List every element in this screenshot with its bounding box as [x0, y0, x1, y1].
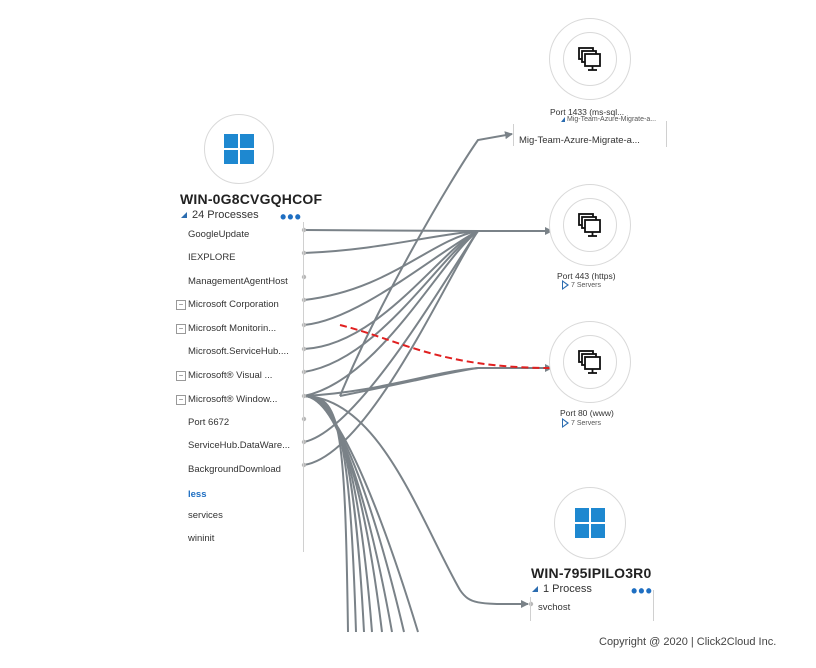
process-item[interactable]: GoogleUpdate [188, 229, 250, 240]
collapse-triangle-icon [181, 212, 187, 218]
port-443-servers-label: 7 Servers [571, 281, 601, 289]
process-item[interactable]: svchost [538, 602, 571, 613]
process-list-border [303, 222, 304, 552]
target-machine-name[interactable]: WIN-795IPILO3R0 [531, 565, 652, 581]
port-80-label[interactable]: Port 80 (www) [560, 408, 614, 418]
port-443-label[interactable]: Port 443 (https) [557, 271, 616, 281]
server-group-icon [578, 47, 601, 71]
collapse-triangle-icon [561, 117, 565, 122]
expand-icon[interactable]: − [176, 324, 186, 334]
process-count-label: 24 Processes [192, 209, 259, 221]
target-list-right-border [653, 590, 654, 621]
port-1433-label[interactable]: Port 1433 (ms-sql... [550, 107, 625, 117]
process-item[interactable]: Microsoft.ServiceHub.... [188, 346, 289, 357]
windows-icon [224, 134, 254, 164]
more-options-button[interactable]: ••• [280, 207, 302, 227]
mig-box-left-border [513, 124, 514, 146]
process-item[interactable]: Port 6672 [188, 417, 230, 428]
target-more-options-button[interactable]: ••• [631, 581, 653, 601]
port-80-servers-label: 7 Servers [571, 419, 601, 427]
expand-play-icon [562, 280, 569, 290]
collapse-triangle-icon [532, 586, 538, 592]
process-item[interactable]: ServiceHub.DataWare... [188, 440, 291, 451]
port-80-node[interactable] [549, 321, 631, 403]
port-80-inner [563, 335, 617, 389]
process-item[interactable]: Microsoft® Visual ... [188, 370, 273, 381]
port-1433-node[interactable] [549, 18, 631, 100]
expand-play-icon [562, 418, 569, 428]
mig-team-item[interactable]: Mig-Team-Azure-Migrate-a... [519, 135, 640, 146]
show-less-link[interactable]: less [188, 489, 207, 500]
process-item[interactable]: services [188, 510, 223, 521]
port-443-servers[interactable]: 7 Servers [562, 280, 601, 290]
port-1433-inner [563, 32, 617, 86]
process-item[interactable]: wininit [188, 533, 215, 544]
process-item[interactable]: ManagementAgentHost [188, 276, 288, 287]
process-item[interactable]: BackgroundDownload [188, 464, 281, 475]
process-count-toggle[interactable]: 24 Processes [181, 209, 259, 221]
process-item[interactable]: Microsoft Monitorin... [188, 323, 277, 334]
expand-icon[interactable]: − [176, 300, 186, 310]
copyright-text: Copyright @ 2020 | Click2Cloud Inc. [599, 636, 777, 648]
server-group-icon [578, 350, 601, 374]
target-machine-node[interactable] [554, 487, 626, 559]
process-item[interactable]: Microsoft Corporation [188, 299, 279, 310]
target-process-count-label: 1 Process [543, 583, 592, 595]
process-item[interactable]: Microsoft® Window... [188, 394, 278, 405]
port-443-node[interactable] [549, 184, 631, 266]
expand-icon[interactable]: − [176, 395, 186, 405]
target-process-count-toggle[interactable]: 1 Process [532, 583, 592, 595]
port-443-inner [563, 198, 617, 252]
target-list-left-border [530, 597, 531, 621]
expand-icon[interactable]: − [176, 371, 186, 381]
windows-icon [575, 508, 605, 538]
port-1433-sub-label: Mig-Team-Azure-Migrate-a... [567, 116, 657, 123]
process-item[interactable]: IEXPLORE [188, 252, 236, 263]
source-machine-name[interactable]: WIN-0G8CVGQHCOF [180, 191, 323, 207]
port-1433-sub: Mig-Team-Azure-Migrate-a... [561, 116, 656, 123]
server-group-icon [578, 213, 601, 237]
mig-box-right-border [666, 121, 667, 147]
port-80-servers[interactable]: 7 Servers [562, 418, 601, 428]
source-machine-node[interactable] [204, 114, 274, 184]
